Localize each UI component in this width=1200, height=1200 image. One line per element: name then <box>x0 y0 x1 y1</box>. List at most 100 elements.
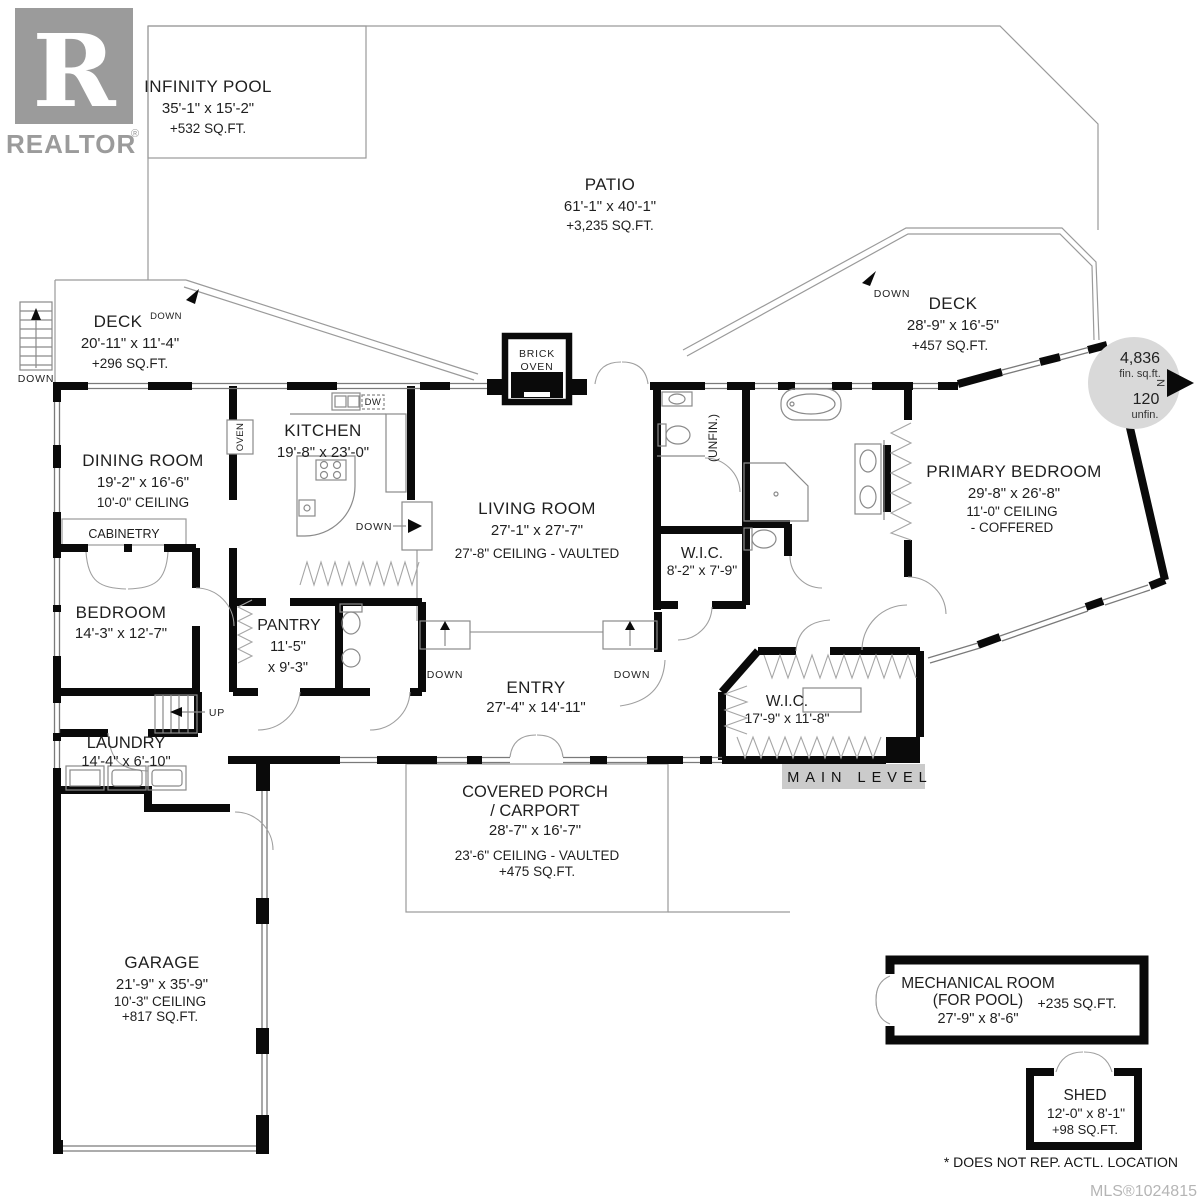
oven-label: OVEN <box>235 423 246 452</box>
north-arrow-icon <box>1167 369 1194 397</box>
mech-name-1: MECHANICAL ROOM <box>901 975 1055 992</box>
pool-name: INFINITY POOL <box>144 77 272 96</box>
wic-small-name: W.I.C. <box>681 545 723 562</box>
pantry-name: PANTRY <box>257 617 321 634</box>
down-label-kitchen: DOWN <box>356 521 392 533</box>
room-labels: INFINITY POOL 35'-1" x 15'-2" +532 SQ.FT… <box>75 77 1125 1137</box>
level-badge: MAIN LEVEL <box>782 764 932 789</box>
dining-ceiling: 10'-0" CEILING <box>97 495 189 510</box>
north-letter: N <box>1154 379 1166 387</box>
direction-markers: DOWN DOWN DOWN DOWN DOWN DOWN UP <box>18 271 909 719</box>
entry-name: ENTRY <box>506 678 565 697</box>
patio-boundary <box>147 25 1099 280</box>
bedroom-name: BEDROOM <box>76 603 167 622</box>
realtor-wordmark: REALTOR <box>6 129 136 159</box>
windows <box>53 345 1151 768</box>
living-ceiling: 27'-8" CEILING - VAULTED <box>455 546 620 561</box>
unfinished-area-value: 120 <box>1133 391 1160 408</box>
primary-ceiling-2: - COFFERED <box>971 520 1054 535</box>
primary-ceiling: 11'-0" CEILING <box>966 504 1057 519</box>
mechanical-room <box>875 955 1149 1045</box>
kitchen-island <box>296 455 356 537</box>
deck-left-outline <box>54 279 479 382</box>
realtor-logo-letter: R <box>32 12 116 130</box>
vanity <box>854 443 882 515</box>
porch-name-2: / CARPORT <box>490 802 580 820</box>
laundry-name: LAUNDRY <box>87 734 166 752</box>
freestanding-tub <box>780 388 842 421</box>
garage-area: +817 SQ.FT. <box>122 1009 198 1024</box>
area-compass: 4,836 fin. sq.ft. 120 unfin. N <box>1088 337 1194 429</box>
down-label-deck-left: DOWN <box>150 311 182 322</box>
deck-right-railing <box>682 227 1100 357</box>
registered-mark: ® <box>131 128 139 140</box>
mech-name-2: (FOR POOL) <box>933 992 1023 1009</box>
primary-name: PRIMARY BEDROOM <box>926 462 1101 481</box>
disclaimer-text: * DOES NOT REP. ACTL. LOCATION <box>944 1154 1178 1170</box>
primary-dims: 29'-8" x 26'-8" <box>968 485 1060 502</box>
garage-ceiling: 10'-3" CEILING <box>114 994 206 1009</box>
exterior-stairs <box>19 301 53 371</box>
wic-small-dims: 8'-2" x 7'-9" <box>667 562 738 578</box>
kitchen-counter-right <box>385 413 407 493</box>
patio-area: +3,235 SQ.FT. <box>566 218 653 233</box>
area-circle <box>1088 337 1180 429</box>
brick-oven-label-1: BRICK <box>519 348 555 360</box>
bedroom-dims: 14'-3" x 12'-7" <box>75 625 167 642</box>
dw-label: DW <box>365 397 382 408</box>
porch-outline <box>405 763 669 913</box>
brick-oven-label-2: OVEN <box>521 361 554 373</box>
shed-area: +98 SQ.FT. <box>1052 1122 1118 1137</box>
down-label-entry-2: DOWN <box>614 669 650 681</box>
patio-dims: 61'-1" x 40'-1" <box>564 198 656 215</box>
pantry-dims-1: 11'-5" <box>270 639 306 655</box>
dishwasher <box>361 394 385 410</box>
kitchen-dims: 19'-8" x 23'-0" <box>277 444 369 461</box>
wic-island <box>802 687 862 713</box>
island-cooktop <box>315 459 347 481</box>
wic-primary-name: W.I.C. <box>766 693 808 710</box>
pool-area: +532 SQ.FT. <box>170 121 246 136</box>
mech-dims: 27'-9" x 8'-6" <box>937 1011 1018 1027</box>
kitchen-sink <box>331 392 361 411</box>
dining-dims: 19'-2" x 16'-6" <box>97 474 189 491</box>
closet-zigzags <box>236 422 917 760</box>
mech-area: +235 SQ.FT. <box>1038 995 1117 1011</box>
dining-name: DINING ROOM <box>82 451 204 470</box>
laundry-dims: 14'-4" x 6'-10" <box>81 754 170 770</box>
shed <box>1026 1051 1142 1150</box>
mls-number: MLS®1024815 <box>1090 1183 1197 1200</box>
deck-left-area: +296 SQ.FT. <box>92 356 168 371</box>
deck-right-dims: 28'-9" x 16'-5" <box>907 317 999 334</box>
deck-left-name: DECK <box>94 312 143 331</box>
pool-dims: 35'-1" x 15'-2" <box>162 100 254 117</box>
infinity-pool-box <box>147 25 367 159</box>
oven-cabinet <box>226 419 254 455</box>
garage-name: GARAGE <box>124 953 199 972</box>
deck-right-name: DECK <box>929 294 978 313</box>
entry-connector-line <box>416 550 603 633</box>
footer: * DOES NOT REP. ACTL. LOCATION MLS®10248… <box>944 1154 1197 1200</box>
porch-area: +475 SQ.FT. <box>499 864 575 879</box>
island-sink <box>298 499 316 517</box>
kitchen-name: KITCHEN <box>284 421 361 440</box>
down-label-stairs: DOWN <box>18 373 54 385</box>
unfinished-area-label: unfin. <box>1132 409 1159 421</box>
living-dims: 27'-1" x 27'-7" <box>491 522 583 539</box>
up-label: UP <box>209 707 225 719</box>
wall-blocks <box>886 737 920 763</box>
porch-ceiling: 23'-6" CEILING - VAULTED <box>455 848 620 863</box>
pantry-dims-2: x 9'-3" <box>268 660 308 676</box>
finished-area-value: 4,836 <box>1120 350 1160 367</box>
brick-oven: BRICK OVEN <box>487 332 587 406</box>
garage-dims: 21'-9" x 35'-9" <box>116 976 208 993</box>
stairs-up-arrow <box>31 308 41 320</box>
entry-dims: 27'-4" x 14'-11" <box>486 699 586 716</box>
patio-name: PATIO <box>585 175 636 194</box>
deck-right-area: +457 SQ.FT. <box>912 338 988 353</box>
finished-area-label: fin. sq.ft. <box>1119 368 1161 380</box>
level-label: MAIN LEVEL <box>787 770 932 786</box>
shed-dims: 12'-0" x 8'-1" <box>1047 1105 1125 1121</box>
